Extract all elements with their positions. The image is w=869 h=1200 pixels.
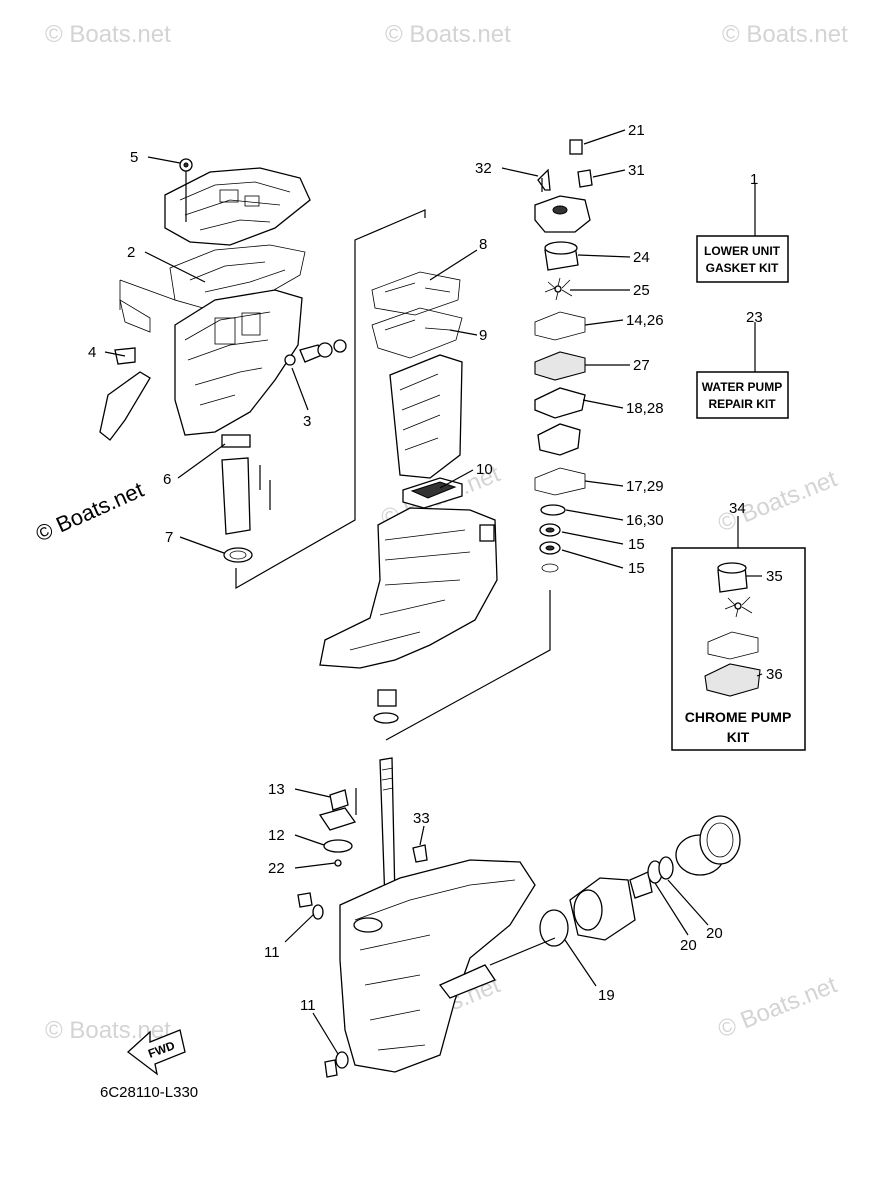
- part-7-seal: [223, 547, 253, 563]
- callout-31: 31: [628, 162, 645, 179]
- kit-water-pump-repair: WATER PUMP REPAIR KIT: [696, 371, 789, 419]
- part-36-plate: [704, 663, 761, 697]
- part-11-bolt-b: [324, 1059, 338, 1078]
- callout-11-a: 11: [264, 944, 280, 961]
- callout-6: 6: [163, 471, 171, 488]
- callout-34: 34: [729, 500, 746, 517]
- upper-casing-group: [99, 158, 347, 563]
- callout-20-b: 20: [706, 925, 723, 942]
- part-25-impeller: [544, 277, 573, 301]
- callout-3: 3: [303, 413, 311, 430]
- part-8-gasket: [371, 271, 461, 316]
- callout-2: 2: [127, 244, 135, 261]
- part-19-oring: [539, 909, 569, 947]
- callout-15-a: 15: [628, 536, 645, 553]
- drive-shaft-housing-group: [319, 271, 498, 724]
- callout-12: 12: [268, 827, 285, 844]
- callout-24: 24: [633, 249, 650, 266]
- kit-chrome-line2: KIT: [727, 729, 750, 745]
- callout-27: 27: [633, 357, 650, 374]
- part-17-29-gasket: [534, 467, 586, 496]
- callout-21: 21: [628, 122, 645, 139]
- part-9-gasket: [371, 307, 463, 359]
- exhaust-guide: [221, 457, 251, 535]
- part-14-26-gasket: [534, 311, 586, 341]
- callout-7: 7: [165, 529, 173, 546]
- part-11-bolt-a: [297, 892, 313, 908]
- kit-box-lower-unit: [696, 235, 789, 283]
- part-27-plate: [534, 351, 586, 381]
- callout-22: 22: [268, 860, 285, 877]
- part-21-collar: [569, 139, 583, 155]
- callout-25: 25: [633, 282, 650, 299]
- callout-19: 19: [598, 987, 615, 1004]
- callout-13: 13: [268, 781, 285, 798]
- part-18-28-gasket: [534, 387, 586, 419]
- callouts: 5 2 4 3 6 7 8 9 10 21 32 31 1 23 24 25 1…: [88, 122, 783, 1014]
- callout-1: 1: [750, 171, 758, 188]
- watermark-bottom-right: © Boats.net: [714, 971, 841, 1043]
- part-22-oring: [334, 859, 342, 867]
- stay-bracket: [99, 371, 151, 441]
- watermark-top-left: © Boats.net: [45, 21, 171, 48]
- watermark-top-right: © Boats.net: [722, 21, 848, 48]
- callout-17-29: 17,29: [626, 478, 664, 495]
- part-12-oring: [323, 839, 353, 853]
- part-33-clip: [412, 844, 428, 863]
- part-32-bolt: [537, 168, 551, 191]
- callout-10: 10: [476, 461, 493, 478]
- callout-33: 33: [413, 810, 430, 827]
- callout-23: 23: [746, 309, 763, 326]
- kit-lower-unit-gasket: LOWER UNIT GASKET KIT: [696, 235, 789, 283]
- callout-8: 8: [479, 236, 487, 253]
- part-20-seal-b: [658, 856, 674, 880]
- kit-lower-unit-line2: GASKET KIT: [706, 261, 779, 275]
- callout-4: 4: [88, 344, 96, 361]
- pump-cup: [537, 423, 581, 456]
- part-31-bolt: [577, 169, 593, 188]
- lower-casing: [319, 507, 498, 669]
- part-6-gasket: [221, 434, 251, 448]
- part-16-30-oring: [540, 504, 566, 516]
- callout-18-28: 18,28: [626, 400, 664, 417]
- callout-36: 36: [766, 666, 783, 683]
- callout-14-26: 14,26: [626, 312, 664, 329]
- callout-20-a: 20: [680, 937, 697, 954]
- part-13-nut: [329, 789, 349, 811]
- kit-water-pump-line2: REPAIR KIT: [708, 397, 776, 411]
- lower-unit-group: FWD: [126, 757, 741, 1078]
- bearing: [699, 815, 741, 865]
- callout-11-b: 11: [300, 997, 316, 1014]
- part-2-gasket: [169, 244, 306, 311]
- diagram-code: 6C28110-L330: [100, 1084, 198, 1101]
- connector-lines: [235, 209, 551, 741]
- callout-35: 35: [766, 568, 783, 585]
- leader-lines: [104, 129, 763, 1055]
- drive-shaft-housing: [389, 354, 463, 479]
- water-pump-group: [534, 139, 593, 573]
- watermark-top-center: © Boats.net: [385, 21, 511, 48]
- kit-box-water-pump: [696, 371, 789, 419]
- callout-15-b: 15: [628, 560, 645, 577]
- callout-5: 5: [130, 149, 138, 166]
- callout-32: 32: [475, 160, 492, 177]
- gearcase: [339, 859, 536, 1073]
- kit-chrome-pump: CHROME PUMP KIT: [671, 547, 806, 751]
- part-3-seal: [284, 354, 296, 366]
- fwd-arrow: [126, 1029, 186, 1076]
- watermark-bottom-left: © Boats.net: [45, 1017, 171, 1044]
- kit-lower-unit-line1: LOWER UNIT: [704, 244, 781, 258]
- kit-water-pump-line1: WATER PUMP: [702, 380, 782, 394]
- watermark-side-left: © Boats.net: [32, 477, 147, 547]
- upper-plate: [164, 167, 311, 246]
- kit-chrome-line1: CHROME PUMP: [685, 709, 792, 725]
- upper-casing: [174, 289, 303, 436]
- callout-16-30: 16,30: [626, 512, 664, 529]
- callout-9: 9: [479, 327, 487, 344]
